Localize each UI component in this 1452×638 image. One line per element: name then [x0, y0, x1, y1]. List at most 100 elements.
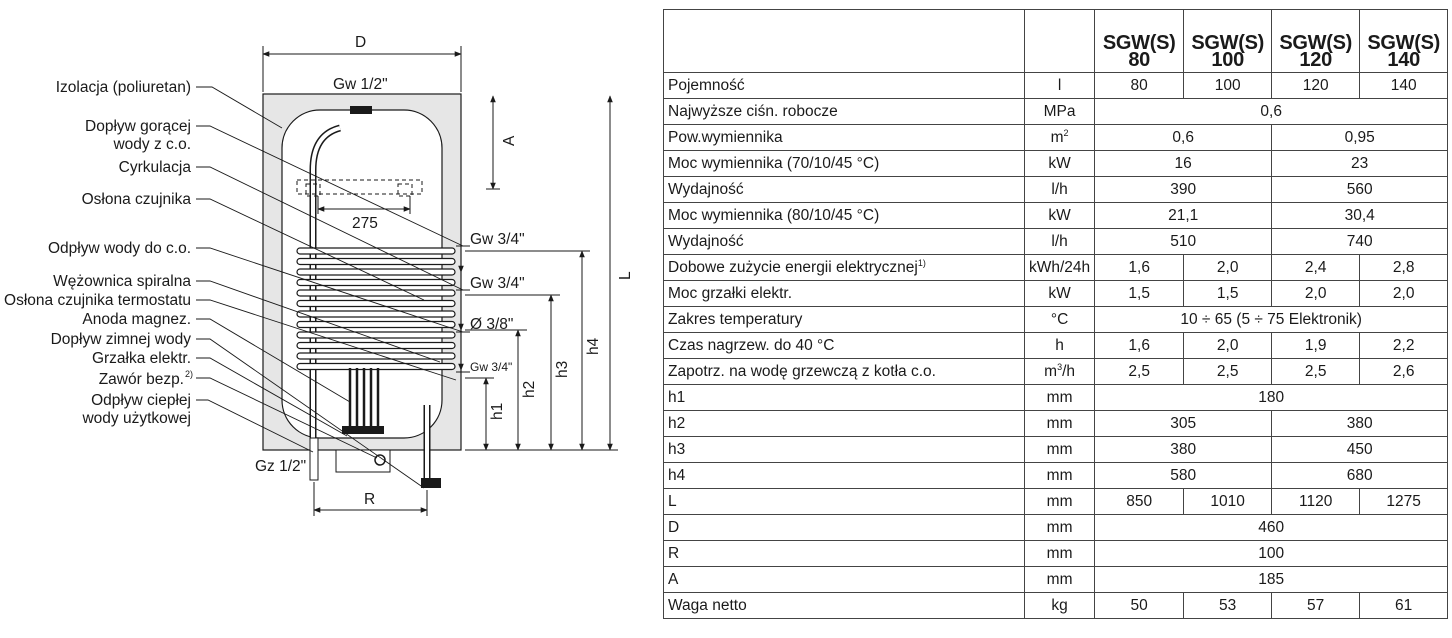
value-cell: 2,0	[1271, 280, 1361, 307]
callout-zawor: Zawór bezp.	[99, 371, 184, 388]
param-cell: R	[663, 540, 1025, 567]
value-cell: 2,6	[1359, 358, 1449, 385]
dim-h1-label: h1	[489, 403, 506, 420]
value-cell: 53	[1183, 592, 1273, 619]
spec-table: SGW(S)80 SGW(S)100 SGW(S)120 SGW(S)140 P…	[663, 9, 1449, 619]
value-cell: 450	[1271, 436, 1449, 463]
value-cell: 0,6	[1094, 98, 1449, 125]
sensor-flange	[296, 179, 423, 197]
value-cell: 2,5	[1271, 358, 1361, 385]
gw34-a-label: Gw 3/4"	[470, 231, 525, 248]
callout-izolacja: Izolacja (poliuretan)	[56, 79, 191, 96]
value-cell: 460	[1094, 514, 1449, 541]
value-cell: 10 ÷ 65 (5 ÷ 75 Elektronik)	[1094, 306, 1449, 333]
value-cell: 21,1	[1094, 202, 1273, 229]
dim-d-label: D	[355, 34, 366, 51]
callout-wezownica: Wężownica spiralna	[53, 273, 191, 290]
spec-header-row: SGW(S)80 SGW(S)100 SGW(S)120 SGW(S)140	[663, 9, 1449, 73]
spiral-coil	[296, 247, 456, 371]
model-header: SGW(S)80	[1094, 9, 1185, 73]
param-cell: Moc wymiennika (70/10/45 °C)	[663, 150, 1025, 177]
unit-cell: l/h	[1023, 176, 1096, 203]
coil-loop	[296, 352, 456, 360]
unit-cell: kg	[1023, 592, 1096, 619]
callout-grzalka: Grzałka elektr.	[92, 350, 191, 367]
callout-odplyw-co: Odpływ wody do c.o.	[48, 240, 191, 257]
value-cell: 305	[1094, 410, 1273, 437]
value-cell: 61	[1359, 592, 1449, 619]
coil-loop	[296, 278, 456, 287]
callout-anoda: Anoda magnez.	[82, 311, 191, 328]
param-cell: Waga netto	[663, 592, 1025, 619]
value-cell: 30,4	[1271, 202, 1449, 229]
param-cell: Najwyższe ciśn. robocze	[663, 98, 1025, 125]
value-cell: 2,0	[1359, 280, 1449, 307]
unit-cell: mm	[1023, 462, 1096, 489]
value-cell: 1010	[1183, 488, 1273, 515]
param-cell: L	[663, 488, 1025, 515]
spec-row: Zapotrz. na wodę grzewczą z kotła c.o.m3…	[663, 358, 1449, 385]
param-cell: h1	[663, 384, 1025, 411]
coil-loop	[296, 257, 456, 266]
callout-oslona-czujnika: Osłona czujnika	[82, 191, 192, 208]
value-cell: 850	[1094, 488, 1185, 515]
unit-cell: mm	[1023, 540, 1096, 567]
value-cell: 100	[1094, 540, 1449, 567]
unit-cell: mm	[1023, 384, 1096, 411]
unit-cell: kW	[1023, 280, 1096, 307]
param-cell: h2	[663, 410, 1025, 437]
coil-loop	[296, 310, 456, 318]
model-header: SGW(S)140	[1359, 9, 1449, 73]
value-cell: 50	[1094, 592, 1185, 619]
dim-r-label: R	[364, 491, 375, 508]
unit-cell: mm	[1023, 514, 1096, 541]
value-cell: 2,5	[1183, 358, 1273, 385]
value-cell: 560	[1271, 176, 1449, 203]
param-cell: A	[663, 566, 1025, 593]
water-heater-diagram: 275 D Gw 1/2" A L h4 h3 h2 h1	[4, 34, 634, 516]
value-cell: 120	[1271, 72, 1361, 99]
unit-cell: m2	[1023, 124, 1096, 151]
bottom-pipe	[309, 437, 319, 481]
value-cell: 380	[1094, 436, 1273, 463]
unit-cell: °C	[1023, 306, 1096, 333]
value-cell: 1,5	[1183, 280, 1273, 307]
dim-275-label: 275	[352, 215, 378, 232]
value-cell: 185	[1094, 566, 1449, 593]
unit-cell: l	[1023, 72, 1096, 99]
param-cell: Moc grzałki elektr.	[663, 280, 1025, 307]
callout-oslona-termostatu: Osłona czujnika termostatu	[4, 292, 191, 309]
coil-loop	[296, 331, 456, 339]
value-cell: 1,5	[1094, 280, 1185, 307]
value-cell: 0,6	[1094, 124, 1273, 151]
header-param	[663, 9, 1025, 73]
value-cell: 80	[1094, 72, 1185, 99]
top-fitting	[350, 106, 372, 114]
param-cell: Pojemność	[663, 72, 1025, 99]
coil-loop	[296, 268, 456, 276]
param-cell: Czas nagrzew. do 40 °C	[663, 332, 1025, 359]
param-cell: h3	[663, 436, 1025, 463]
value-cell: 380	[1271, 410, 1449, 437]
value-cell: 180	[1094, 384, 1449, 411]
safety-valve-knob	[374, 454, 386, 466]
coil-loop	[296, 341, 456, 350]
value-cell: 390	[1094, 176, 1273, 203]
callout-doplyw-zimnej: Dopływ zimnej wody	[51, 331, 192, 348]
unit-cell: h	[1023, 332, 1096, 359]
dim-l-label: L	[617, 271, 634, 280]
value-cell: 1120	[1271, 488, 1361, 515]
callout-odplyw-cieplej-2: wody użytkowej	[81, 410, 191, 427]
unit-cell: mm	[1023, 410, 1096, 437]
callout-odplyw-cieplej-1: Odpływ ciepłej	[91, 392, 191, 409]
